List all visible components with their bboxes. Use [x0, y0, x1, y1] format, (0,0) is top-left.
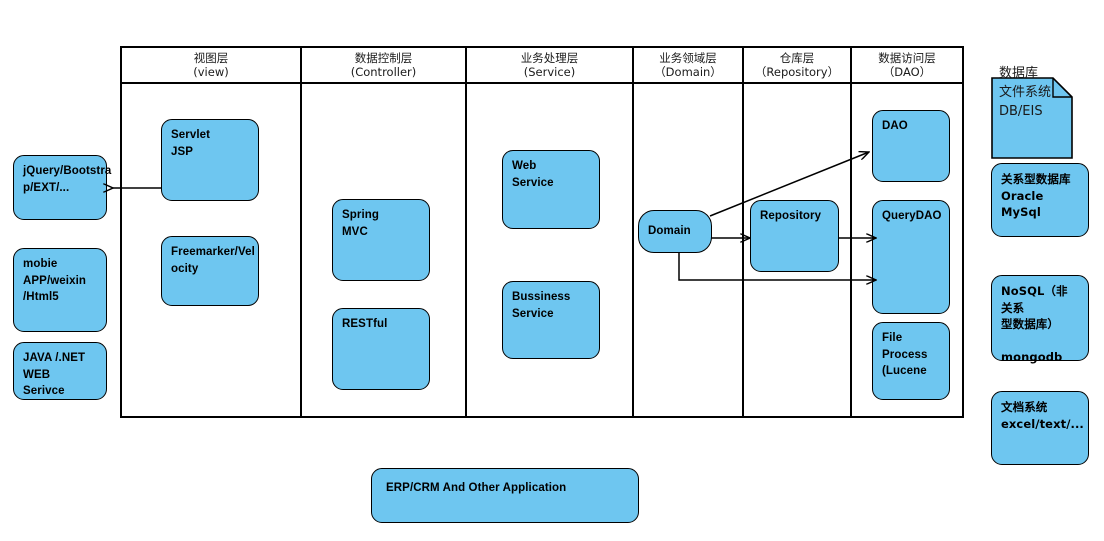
- layer-header-view: 视图层 (view): [122, 48, 300, 84]
- layer-header-view-en: (view): [193, 65, 229, 79]
- service-node-bussiness-service[interactable]: Bussiness Service: [502, 281, 600, 359]
- layer-body-service: [467, 84, 632, 416]
- domain-node-domain[interactable]: Domain: [638, 210, 712, 253]
- layer-header-repository: 仓库层 （Repository）: [744, 48, 850, 84]
- service-node-web-service[interactable]: Web Service: [502, 150, 600, 229]
- dao-node-file-process[interactable]: File Process (Lucene: [872, 322, 950, 400]
- storage-note-database-label: 数据库 文件系统 DB/EIS: [999, 66, 1052, 119]
- layer-column-repository: 仓库层 （Repository）: [744, 48, 852, 416]
- client-box-mobile[interactable]: mobie APP/weixin /Html5: [13, 248, 107, 332]
- layer-column-dao: 数据访问层 （DAO）: [852, 48, 962, 416]
- layer-column-domain: 业务领域层 （Domain）: [634, 48, 744, 416]
- layer-header-domain-en: （Domain）: [654, 65, 722, 79]
- layer-header-domain-cn: 业务领域层: [659, 51, 717, 65]
- dao-node-querydao[interactable]: QueryDAO: [872, 200, 950, 314]
- layer-header-controller-cn: 数据控制层: [354, 51, 413, 65]
- controller-node-spring-mvc[interactable]: Spring MVC: [332, 199, 430, 281]
- client-box-java-net[interactable]: JAVA /.NET WEB Serivce: [13, 342, 107, 400]
- layer-header-repository-cn: 仓库层: [779, 51, 815, 65]
- layer-header-dao: 数据访问层 （DAO）: [852, 48, 962, 84]
- layer-header-service-en: (Service): [523, 65, 576, 79]
- layer-header-service-cn: 业务处理层: [520, 51, 579, 65]
- layer-header-dao-en: （DAO）: [882, 65, 932, 79]
- controller-node-restful[interactable]: RESTful: [332, 308, 430, 390]
- storage-box-document-system[interactable]: 文档系统 excel/text/...: [991, 391, 1089, 465]
- storage-note-database[interactable]: 数据库 文件系统 DB/EIS: [991, 58, 1073, 159]
- storage-box-nosql[interactable]: NoSQL（非关系 型数据库） mongodb: [991, 275, 1089, 364]
- dao-node-dao[interactable]: DAO: [872, 110, 950, 182]
- layer-header-controller-en: (Controller): [350, 65, 417, 79]
- repository-node-repository[interactable]: Repository: [750, 200, 839, 272]
- layer-column-controller: 数据控制层 (Controller): [302, 48, 467, 416]
- bottom-box-erp-crm[interactable]: ERP/CRM And Other Application: [371, 468, 639, 523]
- layer-table: 视图层 (view) 数据控制层 (Controller) 业务处理层 (Ser…: [120, 46, 964, 418]
- layer-column-service: 业务处理层 (Service): [467, 48, 634, 416]
- layer-header-domain: 业务领域层 （Domain）: [634, 48, 742, 84]
- layer-header-view-cn: 视图层: [193, 51, 229, 65]
- layer-header-controller: 数据控制层 (Controller): [302, 48, 465, 84]
- view-node-servlet-jsp[interactable]: Servlet JSP: [161, 119, 259, 201]
- storage-box-rdbms[interactable]: 关系型数据库 Oracle MySql: [991, 163, 1089, 237]
- layer-header-dao-cn: 数据访问层: [878, 51, 936, 65]
- layer-column-view: 视图层 (view): [122, 48, 302, 416]
- view-node-freemarker-velocity[interactable]: Freemarker/Vel ocity: [161, 236, 259, 306]
- client-box-jquery[interactable]: jQuery/Bootstra p/EXT/...: [13, 155, 111, 220]
- note-shape-icon: [991, 77, 1073, 159]
- layer-header-service: 业务处理层 (Service): [467, 48, 632, 84]
- layer-header-repository-en: （Repository）: [754, 65, 840, 79]
